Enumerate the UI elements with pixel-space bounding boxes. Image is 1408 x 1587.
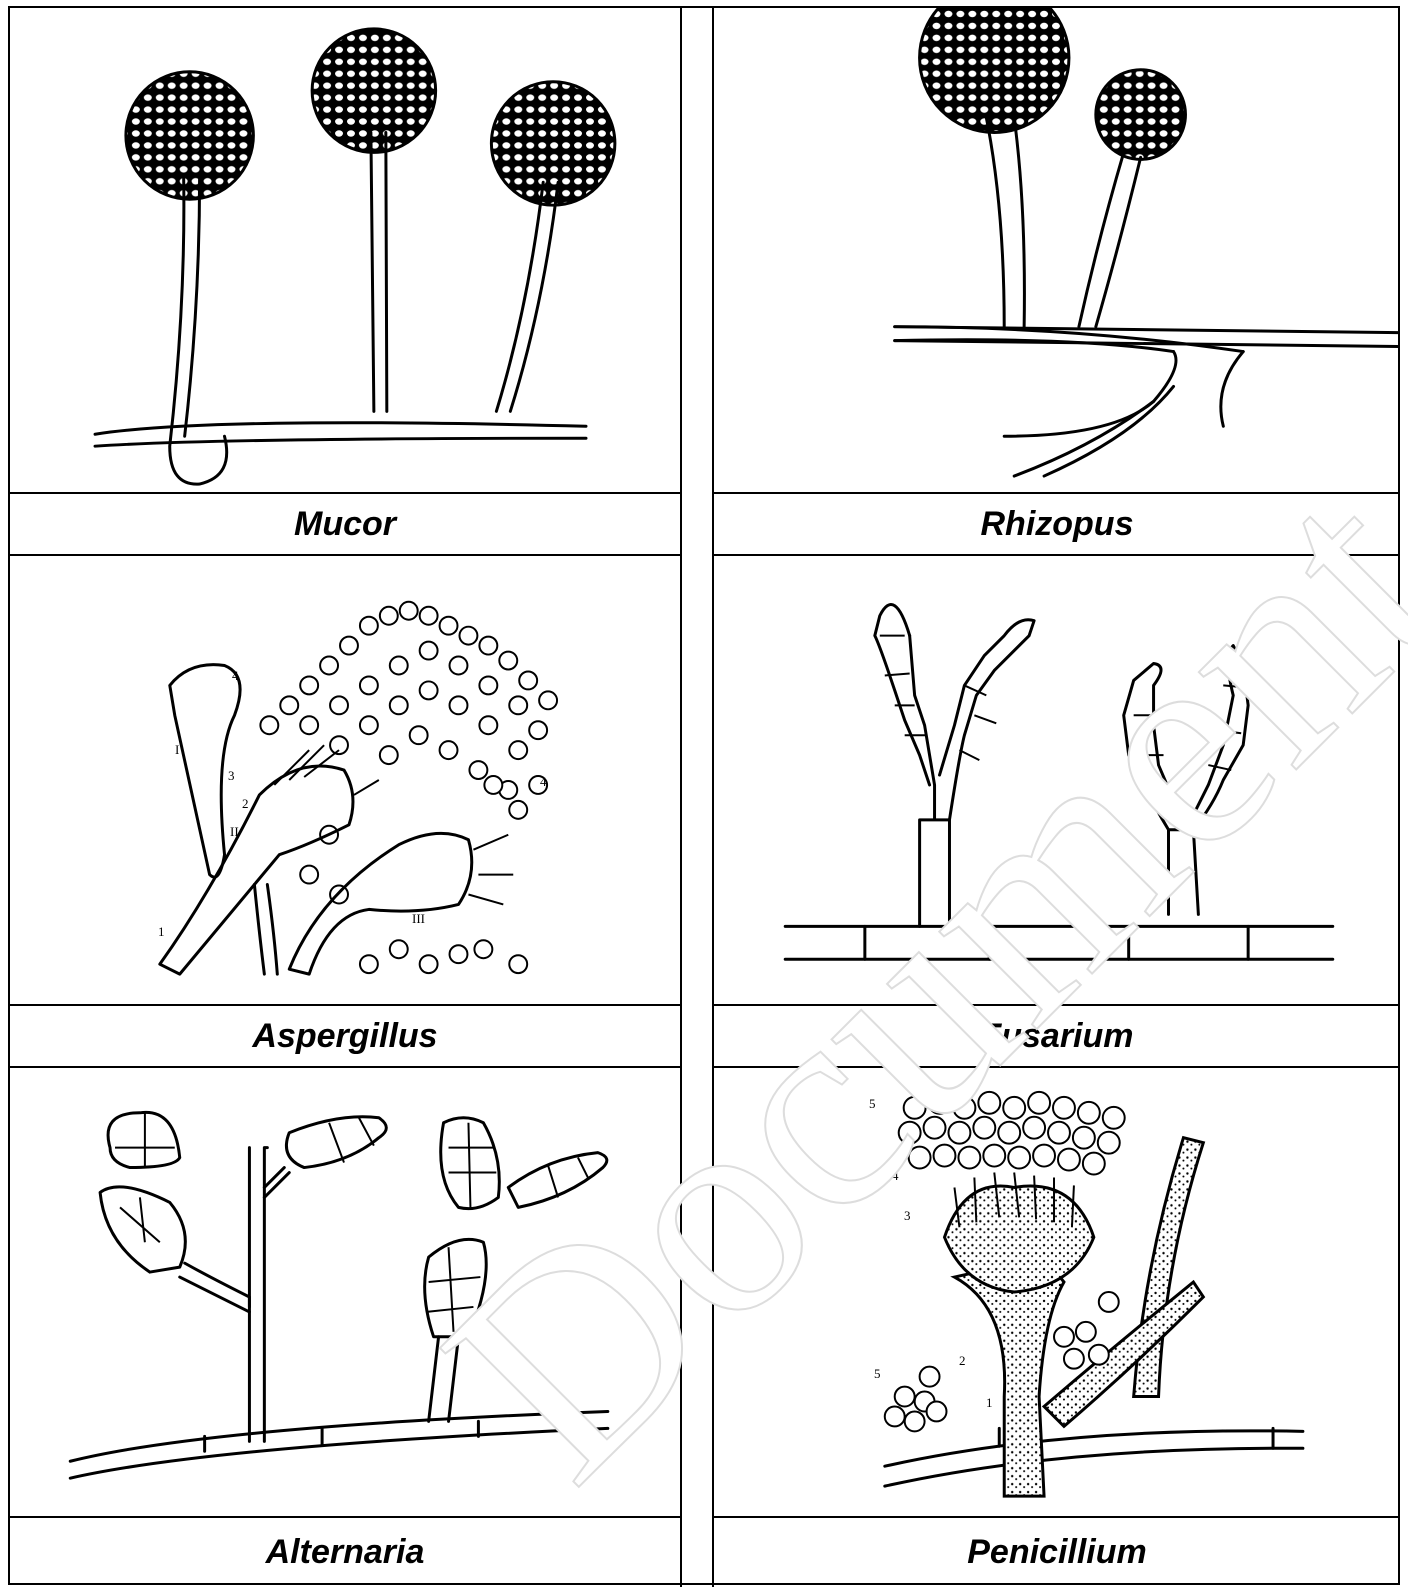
aspergillus-drawing: 1 2 3 4 I II III 4	[10, 556, 682, 1006]
penicillium-marker-2: 2	[959, 1353, 966, 1369]
alternaria-label: Alternaria	[10, 1518, 682, 1587]
aspergillus-marker-I: I	[175, 742, 179, 758]
aspergillus-marker-4b: 4	[540, 774, 547, 790]
column-gutter	[682, 494, 714, 556]
rhizopus-illustration	[714, 8, 1400, 492]
mucor-drawing	[10, 8, 682, 494]
aspergillus-marker-III: III	[412, 911, 425, 927]
aspergillus-illustration	[10, 556, 680, 1004]
aspergillus-marker-4: 4	[232, 668, 239, 684]
aspergillus-marker-3: 3	[228, 768, 235, 784]
fusarium-illustration	[714, 556, 1400, 1004]
fungi-table: Mucor Rhizopus	[8, 6, 1400, 1585]
penicillium-marker-1: 1	[986, 1395, 993, 1411]
aspergillus-marker-2: 2	[242, 796, 249, 812]
column-gutter	[682, 1068, 714, 1518]
mucor-label: Mucor	[10, 494, 682, 556]
penicillium-label: Penicillium	[714, 1518, 1400, 1587]
penicillium-marker-5b: 5	[874, 1366, 881, 1382]
penicillium-marker-3: 3	[904, 1208, 911, 1224]
alternaria-drawing	[10, 1068, 682, 1518]
penicillium-marker-4: 4	[892, 1168, 899, 1184]
penicillium-drawing: 5 4 3 2 5 1	[714, 1068, 1400, 1518]
mucor-illustration	[10, 8, 680, 492]
column-gutter	[682, 556, 714, 1006]
fusarium-label: Fusarium	[714, 1006, 1400, 1068]
penicillium-illustration	[714, 1068, 1400, 1516]
aspergillus-marker-1: 1	[158, 924, 165, 940]
column-gutter	[682, 1518, 714, 1587]
aspergillus-marker-II: II	[230, 824, 239, 840]
penicillium-marker-5a: 5	[869, 1096, 876, 1112]
alternaria-illustration	[10, 1068, 680, 1516]
fusarium-drawing	[714, 556, 1400, 1006]
rhizopus-label: Rhizopus	[714, 494, 1400, 556]
column-gutter	[682, 1006, 714, 1068]
rhizopus-drawing	[714, 8, 1400, 494]
aspergillus-label: Aspergillus	[10, 1006, 682, 1068]
column-gutter	[682, 8, 714, 494]
